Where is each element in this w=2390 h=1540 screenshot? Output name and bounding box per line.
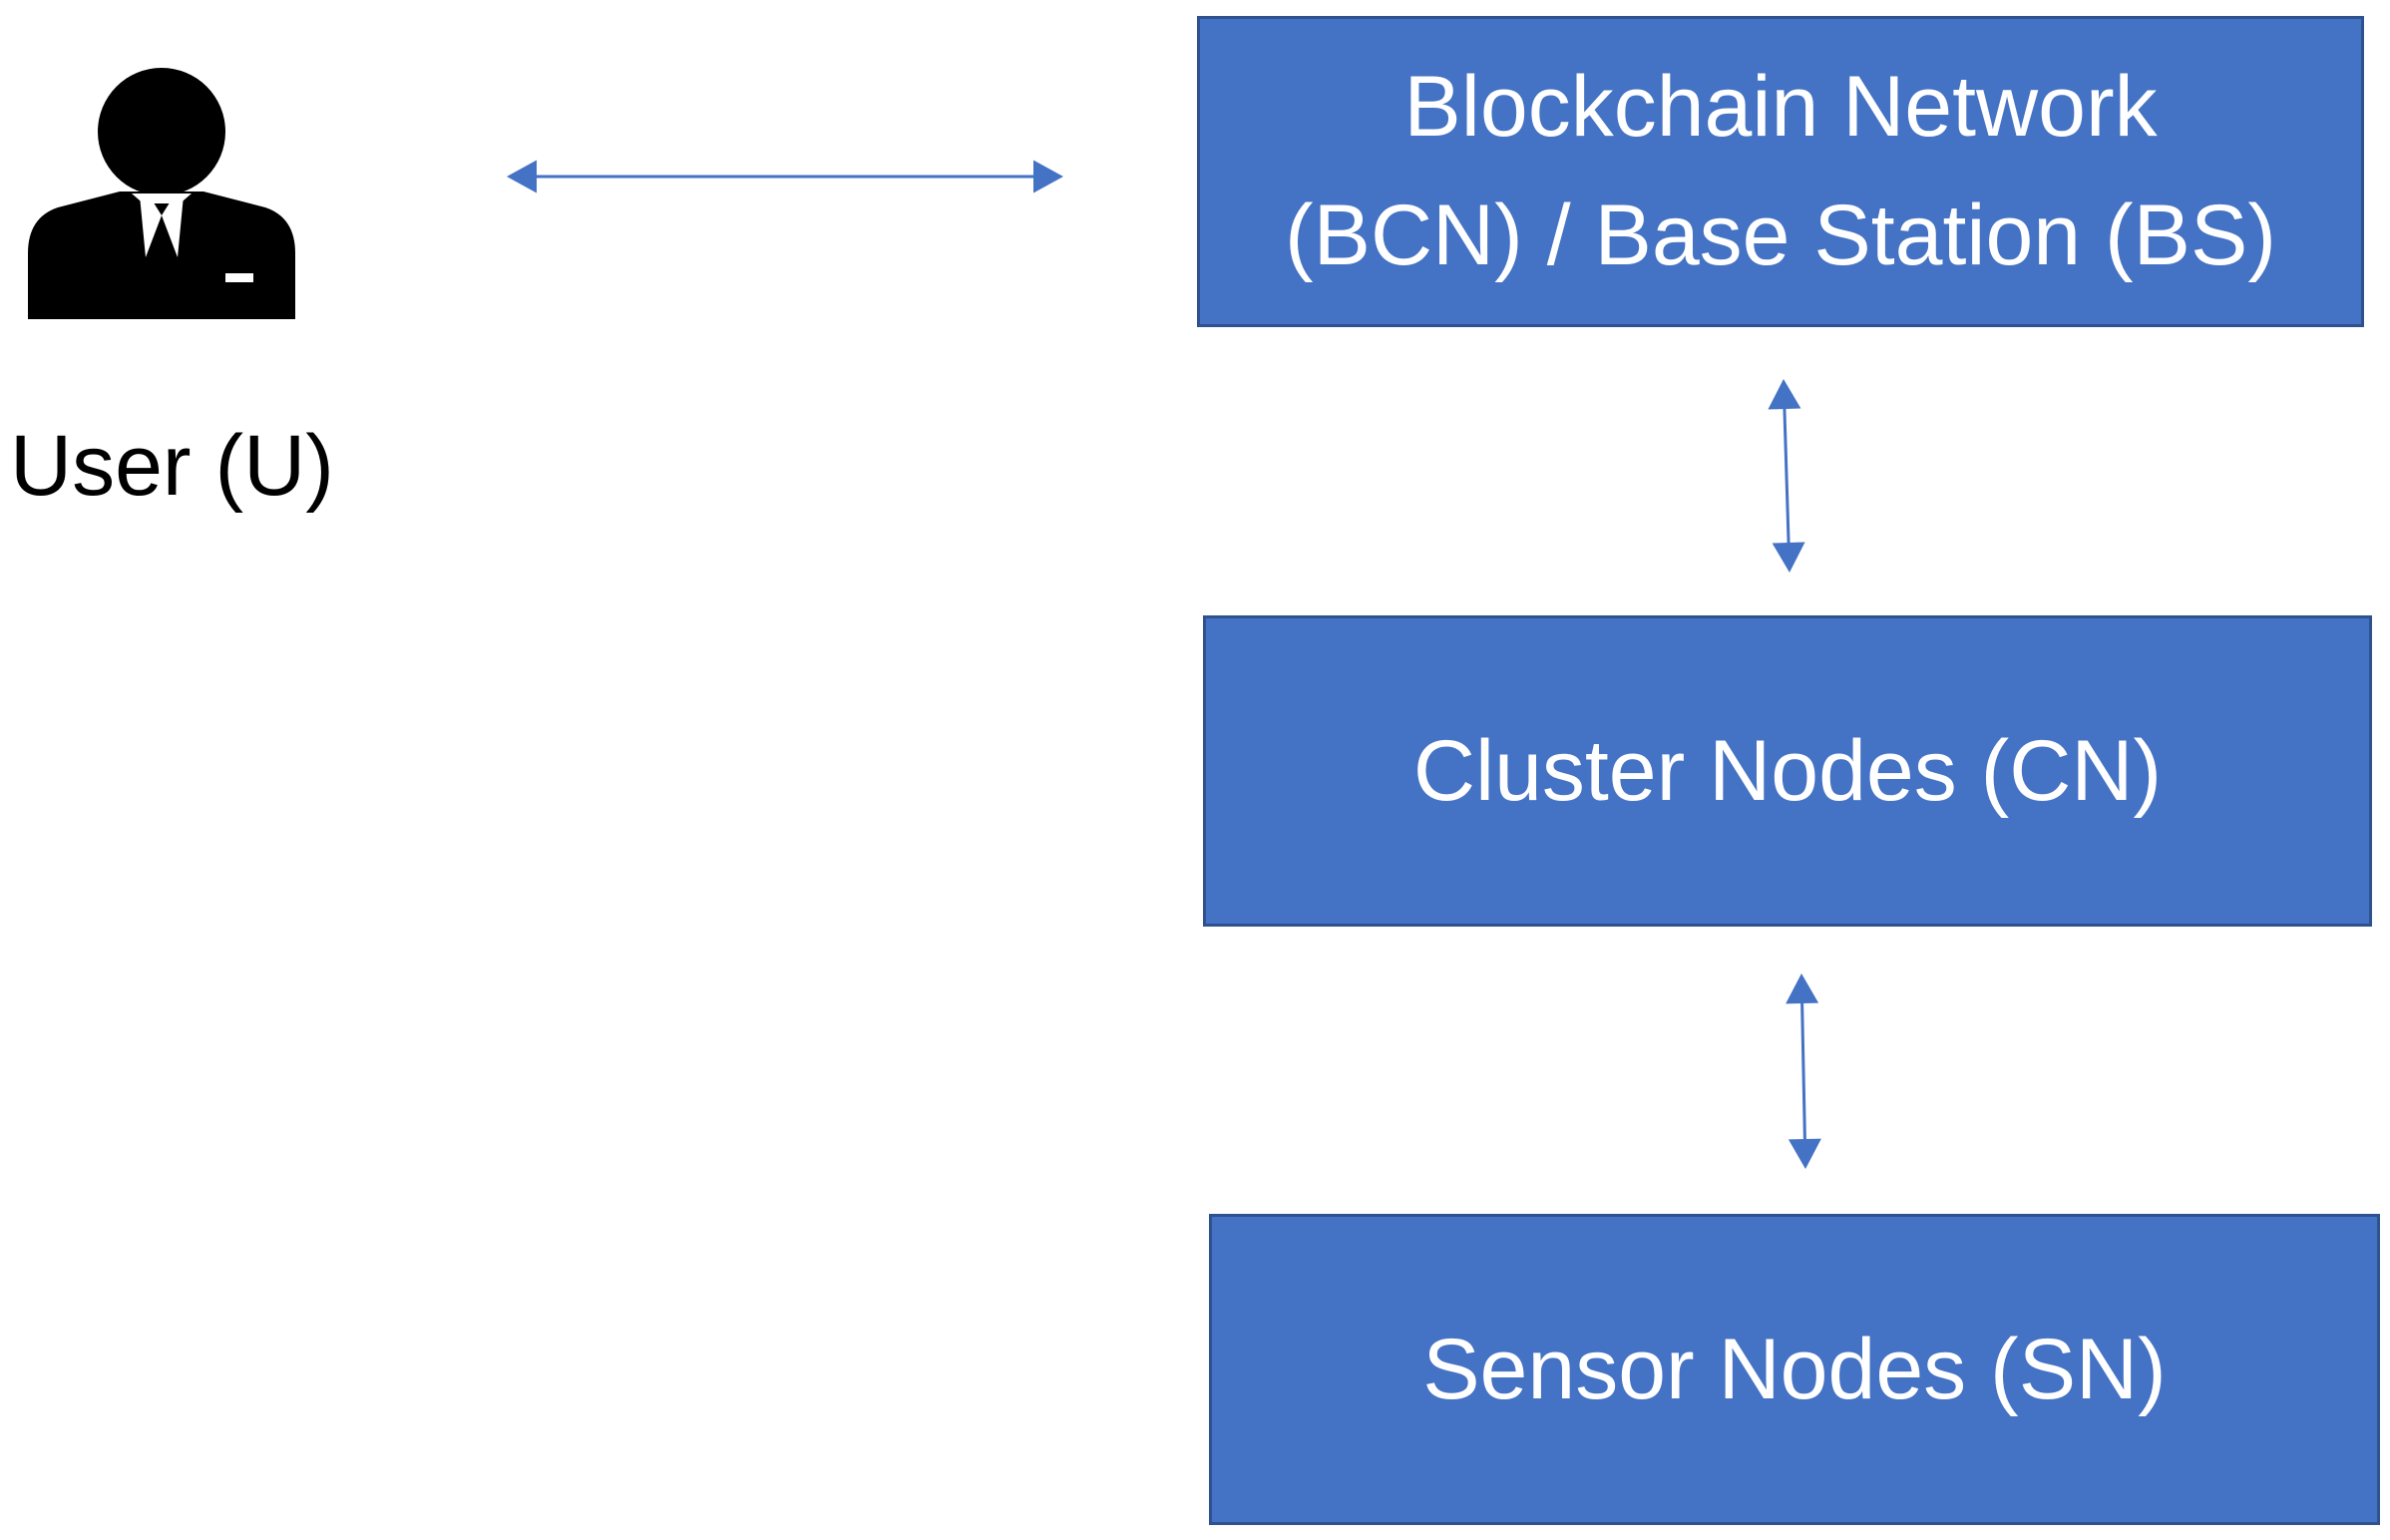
connector-user-bcn bbox=[507, 160, 1063, 193]
user-label: User (U) bbox=[10, 418, 334, 514]
arrowhead-end bbox=[1788, 1138, 1821, 1169]
arrowhead-start bbox=[507, 160, 537, 193]
blockchain-network-label: Blockchain Network (BCN) / Base Station … bbox=[1284, 59, 2277, 283]
blockchain-network-node: Blockchain Network (BCN) / Base Station … bbox=[1197, 16, 2364, 327]
businessman-icon bbox=[28, 68, 295, 319]
arrowhead-start bbox=[1768, 379, 1801, 410]
connector-cn-sn bbox=[1786, 973, 1821, 1169]
sensor-nodes-node: Sensor Nodes (SN) bbox=[1209, 1214, 2380, 1525]
connector-line bbox=[1783, 396, 1791, 556]
arrowhead-end bbox=[1772, 542, 1805, 573]
arrowhead-end bbox=[1033, 160, 1063, 193]
cluster-nodes-label: Cluster Nodes (CN) bbox=[1412, 722, 2163, 819]
connector-bcn-cn bbox=[1768, 379, 1805, 573]
sensor-nodes-label: Sensor Nodes (SN) bbox=[1422, 1321, 2167, 1417]
arrowhead-start bbox=[1786, 973, 1819, 1004]
cluster-nodes-node: Cluster Nodes (CN) bbox=[1203, 615, 2372, 927]
connector-line bbox=[1799, 990, 1807, 1152]
